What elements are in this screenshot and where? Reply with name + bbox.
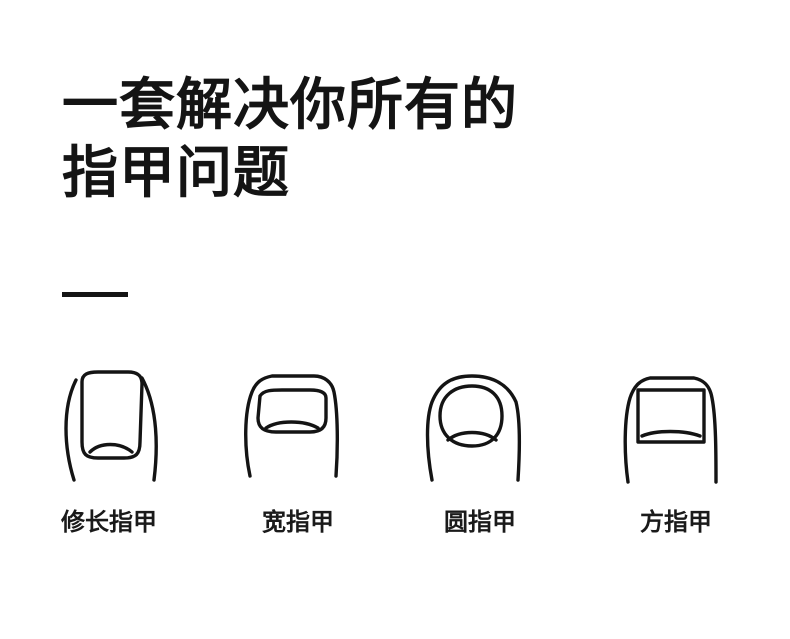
square-nail-icon (616, 368, 726, 494)
divider (62, 292, 128, 297)
headline-line-2: 指甲问题 (62, 141, 290, 206)
long-nail-icon (54, 368, 164, 494)
headline: 一套解决你所有的 指甲问题 (62, 72, 518, 208)
headline-line-1: 一套解决你所有的 (62, 73, 518, 138)
label-round-nail: 圆指甲 (444, 508, 516, 536)
label-wide-nail: 宽指甲 (262, 508, 334, 536)
wide-nail-icon (238, 368, 348, 494)
label-square-nail: 方指甲 (640, 508, 712, 536)
label-long-nail: 修长指甲 (61, 508, 157, 536)
round-nail-icon (420, 368, 530, 494)
